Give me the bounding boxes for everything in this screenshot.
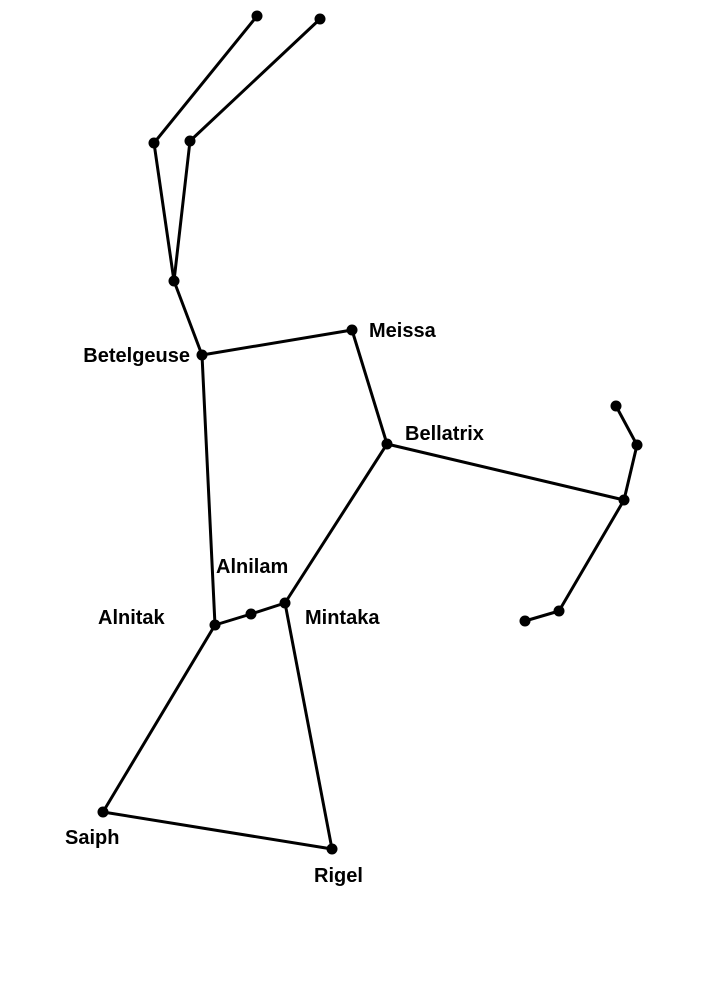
edge-mintaka-rigel (283, 601, 334, 851)
star-saiph (97, 806, 109, 818)
star-meissa (346, 324, 358, 336)
star-alnitak (209, 619, 221, 631)
edge-shield-4 (523, 609, 561, 623)
star-shield-e (519, 615, 531, 627)
label-meissa: Meissa (369, 320, 437, 342)
star-club-left (251, 10, 263, 22)
edge-club-right (188, 17, 322, 143)
label-saiph: Saiph (65, 827, 119, 849)
edge-club-left (152, 14, 259, 145)
label-betelgeuse: Betelgeuse (83, 345, 190, 367)
star-shield-c (610, 400, 622, 412)
edge-arm-left (152, 141, 176, 283)
constellation-lines (101, 14, 639, 851)
edge-alnilam-mintaka (249, 601, 287, 616)
star-shield-a (618, 494, 630, 506)
star-betelgeuse (196, 349, 208, 361)
star-labels: Betelgeuse Meissa Bellatrix Alnilam Alni… (65, 320, 484, 887)
star-shield-d (553, 605, 565, 617)
star-shield-b (631, 439, 643, 451)
edge-shield-2 (614, 404, 639, 447)
edge-meissa-bellatrix (350, 328, 389, 446)
edge-alnitak-alnilam (213, 612, 253, 627)
label-mintaka: Mintaka (305, 607, 380, 629)
label-rigel: Rigel (314, 865, 363, 887)
star-alnilam (245, 608, 257, 620)
edge-betelgeuse-alnitak (200, 353, 217, 627)
star-arm-right (184, 135, 196, 147)
edge-shield-1 (622, 443, 639, 502)
star-bellatrix (381, 438, 393, 450)
star-arm-left (148, 137, 160, 149)
edge-arm-betelgeuse (172, 279, 204, 357)
edge-bellatrix-shield (385, 442, 626, 502)
label-bellatrix: Bellatrix (405, 423, 484, 445)
edge-betelgeuse-meissa (200, 328, 354, 357)
edge-saiph-rigel (101, 810, 334, 851)
label-alnilam: Alnilam (216, 556, 288, 578)
star-club-right (314, 13, 326, 25)
star-rigel (326, 843, 338, 855)
star-arm-join (168, 275, 180, 287)
label-alnitak: Alnitak (98, 607, 166, 629)
star-mintaka (279, 597, 291, 609)
stars (97, 10, 643, 855)
edge-bellatrix-mintaka (283, 442, 389, 605)
edge-alnitak-saiph (101, 623, 217, 814)
edge-shield-3 (557, 498, 626, 613)
edge-arm-right (172, 139, 192, 283)
